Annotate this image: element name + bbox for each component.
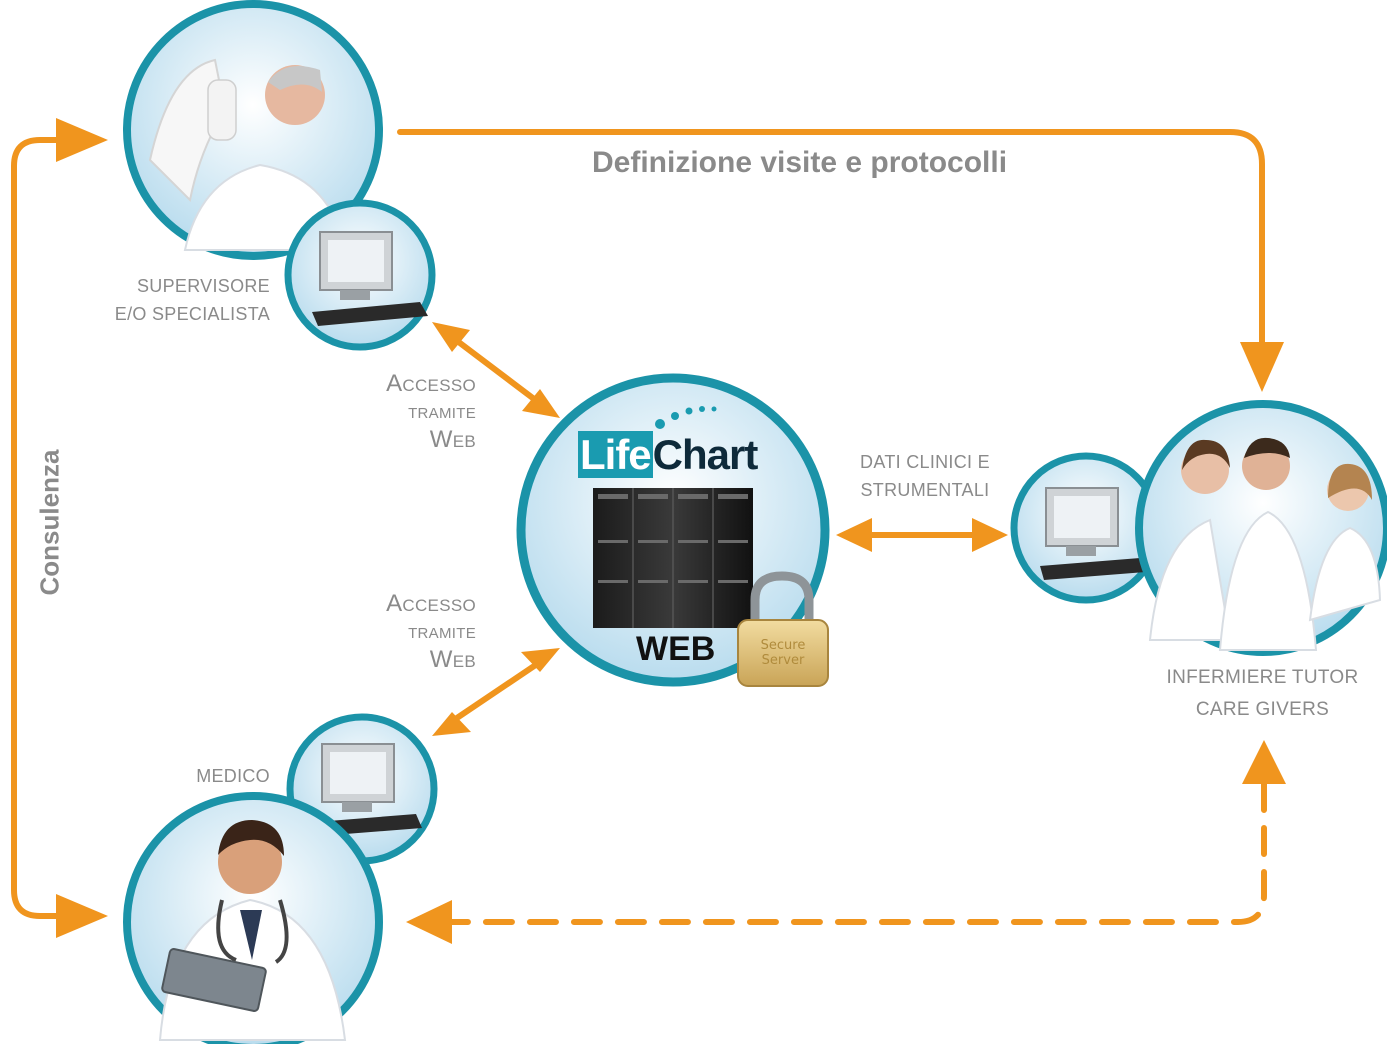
definition-label: Definizione visite e protocolli [592,146,1008,179]
arrowhead-dashed-up [1242,740,1286,784]
supervisor-label: SUPERVISORE E/O SPECIALISTA [100,272,270,328]
supervisor-node [123,0,436,351]
data-link-line2: STRUMENTALI [860,480,990,500]
arrow-access-bottom-line [445,655,549,727]
access-top-label: Accesso tramite Web [340,370,476,454]
server-web-label: WEB [636,630,716,668]
padlock-label-line2: Server [761,653,805,668]
lifechart-logo-part1: Life [578,431,653,478]
nurses-group-icon [1148,437,1382,651]
arrow-heads [56,118,1286,944]
lifechart-logo-part2: Chart [652,431,759,478]
data-link-line1: DATI CLINICI E [860,452,990,472]
arrowhead-access-top-1 [432,322,470,352]
nurses-label-line2: CARE GIVERS [1195,699,1330,720]
access-bottom-line3: Web [429,646,476,673]
lifechart-logo: LifeChart [578,431,759,478]
server-rack-icon [593,488,753,628]
access-bottom-line1: Accesso [386,590,476,617]
arrow-dashed-path [447,781,1267,925]
padlock-label-line1: Secure [760,638,806,653]
access-bottom-line2: tramite [408,620,476,643]
access-bottom-label: Accesso tramite Web [340,590,476,674]
arrowhead-data-left [836,518,872,552]
arrowhead-dashed-left [406,900,452,944]
arrow-consulenza-path [11,137,73,919]
arrowhead-access-top-2 [522,389,560,418]
consulenza-label: Consulenza [34,449,65,596]
access-top-line2: tramite [408,400,476,423]
nurses-computer-icon [1040,487,1146,580]
medico-node [123,713,438,1044]
medico-person-icon [158,820,347,1041]
access-top-line1: Accesso [386,370,476,397]
arrowhead-consulenza-top [56,118,108,162]
nurses-label: INFERMIERE TUTOR CARE GIVERS [1135,662,1387,726]
padlock-label: Secure Server [742,638,824,668]
arrowhead-consulenza-bottom [56,894,108,938]
supervisor-computer-icon [312,231,428,326]
arrowhead-definition [1240,342,1284,392]
arrowhead-data-right [972,518,1008,552]
nurses-node [1010,400,1387,656]
arrow-definition-path [397,129,1265,358]
arrow-access-top-line [445,331,549,411]
medico-label: MEDICO [196,766,270,786]
supervisor-label-line1: SUPERVISORE [136,276,270,296]
nurses-label-line1: INFERMIERE TUTOR [1166,667,1359,688]
arrowhead-access-bottom-1 [432,712,471,736]
arrowhead-access-bottom-2 [521,648,560,672]
padlock-icon [737,571,829,687]
arrows [11,129,1267,925]
access-top-line3: Web [429,426,476,453]
brand-dots-icon [655,406,717,429]
supervisor-label-line2: E/O SPECIALISTA [114,304,270,324]
data-link-label: DATI CLINICI E STRUMENTALI [820,448,1030,504]
